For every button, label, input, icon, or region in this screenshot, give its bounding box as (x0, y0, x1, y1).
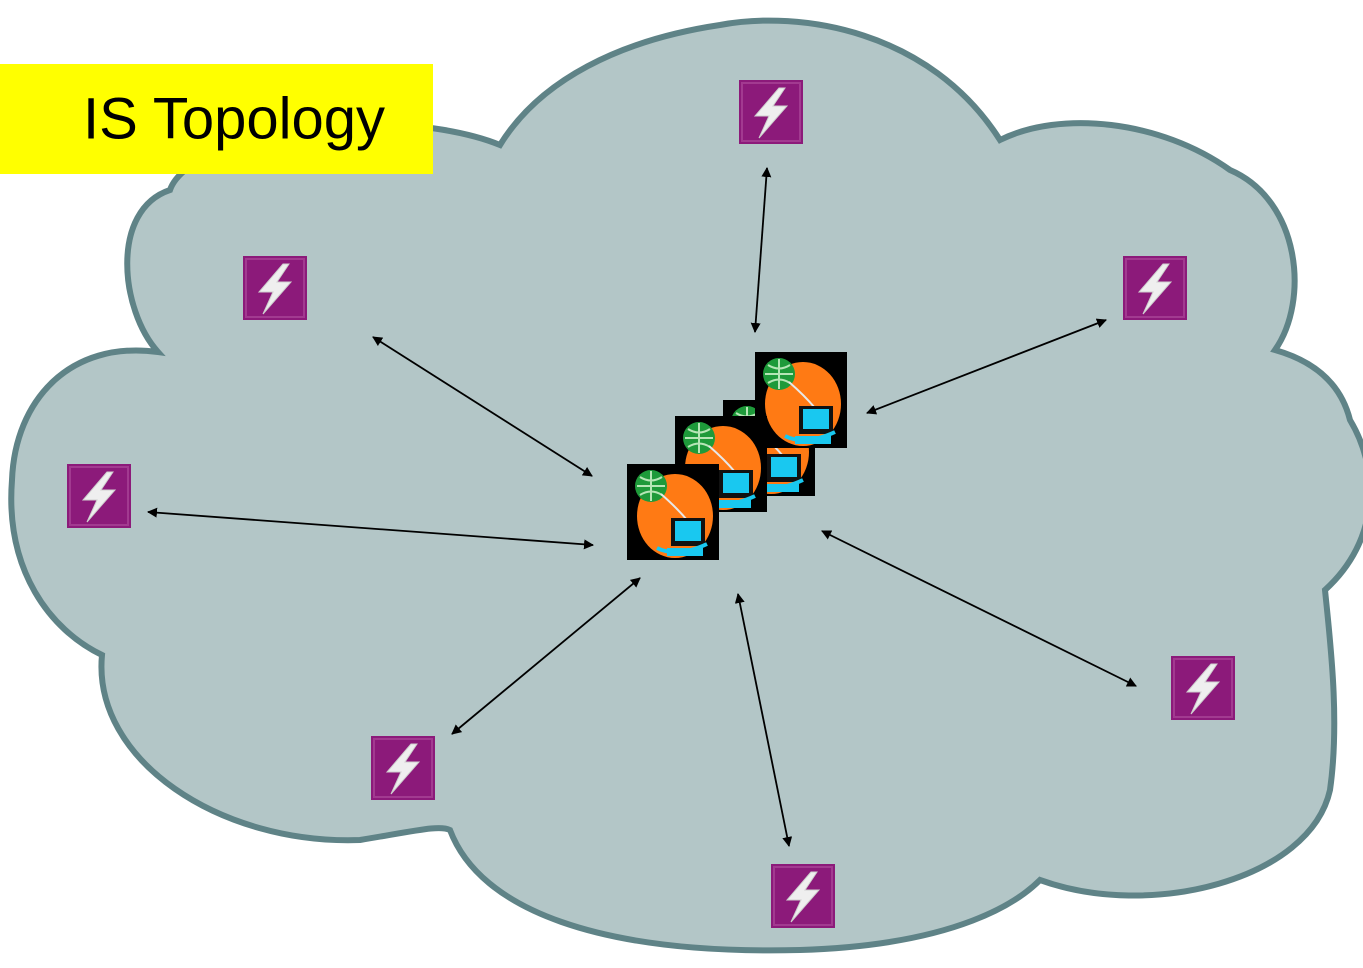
globe-computer-server-icon (753, 350, 849, 450)
diagram-title: IS Topology (82, 86, 385, 152)
globe-computer-server-icon (625, 462, 721, 562)
arrow-lower-right (821, 530, 1137, 687)
lightning-bolt-node-icon (242, 255, 308, 321)
arrow-left (147, 507, 594, 550)
arrow-bottom (734, 593, 793, 847)
lightning-bolt-node-icon (370, 735, 436, 801)
lightning-bolt-node-icon (1122, 255, 1188, 321)
lightning-bolt-node-icon (1170, 655, 1236, 721)
lightning-bolt-node-icon (66, 463, 132, 529)
connection-arrows (147, 167, 1137, 847)
title-banner: IS Topology (0, 64, 433, 174)
lightning-bolt-node-icon (738, 79, 804, 145)
arrow-upper-left (372, 336, 593, 477)
arrow-top (750, 167, 772, 333)
arrow-upper-right (866, 318, 1107, 415)
arrow-lower-left (451, 577, 641, 735)
lightning-bolt-node-icon (770, 863, 836, 929)
